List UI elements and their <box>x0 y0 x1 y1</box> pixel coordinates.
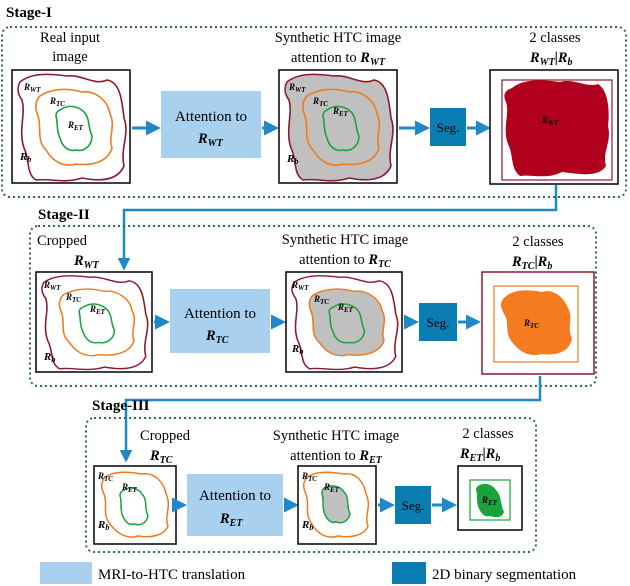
label-r-b: Rb <box>286 153 298 166</box>
label-r-et: RET <box>67 120 84 132</box>
stage-2-input-caption-line1: Cropped <box>37 233 88 249</box>
label-r-tc: RTC <box>312 96 328 108</box>
stage-1-output-caption-line1: 2 classes <box>529 30 580 46</box>
connector-1-2 <box>117 185 558 271</box>
label-r-wt: RWT <box>541 115 559 127</box>
stage-3-title: Stage-III <box>92 398 150 414</box>
label-r-wt: RWT <box>291 280 309 292</box>
stage-3-output-caption-line2: RET|Rb <box>459 446 500 464</box>
stage-3-output-image: RET <box>457 465 523 531</box>
stage-2-translation-text: Attention to <box>184 306 256 322</box>
stage-2-seg-label: Seg. <box>427 315 450 330</box>
stage-3-seg-box <box>395 486 431 524</box>
stage-3-seg-label: Seg. <box>402 498 425 513</box>
label-r-et: RET <box>337 302 354 314</box>
label-r-b: Rb <box>291 343 303 356</box>
stage-1-synthetic-image: RWT RTC RET Rb <box>278 69 398 184</box>
label-r-et: RET <box>121 482 138 494</box>
stage-1-output-image: RWT <box>489 69 619 185</box>
stage-1-synthetic-caption-line2: attention to RWT <box>291 50 386 68</box>
stage-2-output-caption-line1: 2 classes <box>512 234 563 250</box>
stage-3-input-image: RTC RET Rb <box>93 465 177 545</box>
label-r-b: Rb <box>43 351 55 364</box>
connector-2-3 <box>119 376 542 463</box>
stage-3-synthetic-caption-line1: Synthetic HTC image <box>273 428 399 444</box>
legend-swatch-segmentation <box>392 562 426 584</box>
stage-1-translation-box <box>161 91 261 158</box>
stage-1-input-caption-line2: image <box>52 49 87 65</box>
stage-2-seg-box <box>419 303 457 341</box>
stage-2-synthetic-caption-line2: attention to RTC <box>299 252 391 270</box>
stage-2-output-caption-line2: RTC|Rb <box>511 254 552 272</box>
stage-2-synthetic-image: RWT RTC RET Rb <box>285 271 403 373</box>
label-r-tc: RTC <box>301 471 317 483</box>
label-r-wt: RWT <box>23 82 41 94</box>
label-r-et: RET <box>323 482 340 494</box>
stage-1-border <box>1 26 627 198</box>
label-r-tc: RTC <box>49 96 65 108</box>
stage-3-synthetic-caption-line2: attention to RET <box>290 448 383 466</box>
legend: MRI-to-HTC translation 2D binary segment… <box>40 562 577 584</box>
stage-3-border <box>85 417 537 553</box>
label-r-tc: RTC <box>313 294 329 306</box>
stage-2-synthetic-caption-line1: Synthetic HTC image <box>282 232 408 248</box>
stage-2-border <box>29 225 597 387</box>
label-r-et: RET <box>89 304 106 316</box>
stage-3-input-caption-line2: RTC <box>149 448 173 466</box>
stage-1-translation-text: Attention to <box>175 109 247 125</box>
stage-1-seg-label: Seg. <box>437 120 460 135</box>
stage-3-synthetic-image: RTC RET Rb <box>297 465 377 545</box>
stage-3-translation-box <box>187 474 283 536</box>
label-r-et: RET <box>481 495 498 507</box>
stage-2-translation-target: RTC <box>205 328 229 346</box>
legend-swatch-translation <box>40 562 92 584</box>
stage-2-input-caption-line2: RWT <box>73 253 100 271</box>
label-r-wt: RWT <box>288 82 306 94</box>
stage-3-output-caption-line1: 2 classes <box>462 426 513 442</box>
stage-2: Stage-II Cropped RWT Synthetic HTC image… <box>29 207 597 387</box>
stage-3-translation-target: RET <box>219 511 243 529</box>
stage-1-seg-box <box>430 108 466 146</box>
label-r-wt: RWT <box>43 280 61 292</box>
label-r-tc: RTC <box>97 471 113 483</box>
label-r-b: Rb <box>97 519 109 532</box>
stage-1-title: Stage-I <box>6 5 52 21</box>
stage-2-translation-box <box>170 289 270 353</box>
label-r-b: Rb <box>19 151 31 164</box>
legend-label-translation: MRI-to-HTC translation <box>98 567 246 583</box>
stage-3-input-caption-line1: Cropped <box>140 428 191 444</box>
legend-label-segmentation: 2D binary segmentation <box>432 567 577 583</box>
stage-2-title: Stage-II <box>38 207 90 223</box>
stage-2-output-image: RTC <box>481 271 595 375</box>
stage-1-input-image: RWT RTC RET Rb <box>11 69 131 184</box>
stage-1-synthetic-caption-line1: Synthetic HTC image <box>275 30 401 46</box>
stage-2-input-image: RWT RTC RET Rb <box>35 271 153 373</box>
stage-1: Stage-I Real input image Synthetic HTC i… <box>1 5 627 198</box>
stage-1-translation-target: RWT <box>197 131 224 149</box>
label-r-b: Rb <box>301 519 313 532</box>
stage-3: Stage-III Cropped RTC Synthetic HTC imag… <box>85 398 537 553</box>
label-r-tc: RTC <box>523 318 539 330</box>
label-r-tc: RTC <box>65 292 81 304</box>
stage-1-input-caption-line1: Real input <box>40 30 100 46</box>
label-r-et: RET <box>332 106 349 118</box>
stage-3-translation-text: Attention to <box>199 488 271 504</box>
stage-1-output-caption-line2: RWT|Rb <box>529 50 573 68</box>
